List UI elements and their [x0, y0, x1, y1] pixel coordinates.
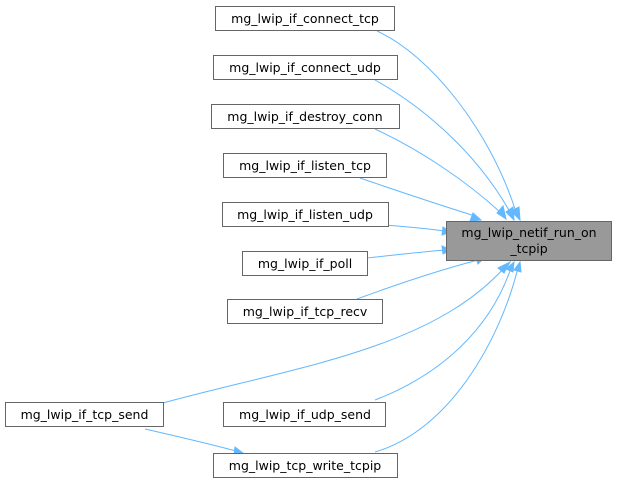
node-label: mg_lwip_if_listen_udp	[237, 207, 373, 222]
nodes-layer: mg_lwip_if_connect_tcp mg_lwip_if_connec…	[5, 6, 612, 478]
focus-node-label-line-1: mg_lwip_netif_run_on	[461, 225, 596, 240]
edge-poll-to-focus	[366, 249, 446, 259]
node-mg-lwip-if-poll[interactable]: mg_lwip_if_poll	[242, 251, 368, 276]
edge-listen-udp-to-focus	[384, 224, 446, 232]
node-label: mg_lwip_if_connect_udp	[229, 60, 381, 75]
edge-listen-tcp-to-focus	[359, 177, 476, 217]
node-mg-lwip-if-udp-send[interactable]: mg_lwip_if_udp_send	[223, 402, 386, 427]
node-label: mg_lwip_if_tcp_send	[21, 407, 149, 422]
edge-tcp-send-to-tcp-write	[144, 428, 237, 452]
edge-tcp-send-to-focus	[162, 267, 505, 404]
arrowhead	[469, 212, 483, 222]
node-label: mg_lwip_if_poll	[258, 256, 352, 271]
node-label: mg_lwip_if_destroy_conn	[227, 109, 382, 124]
node-label: mg_lwip_if_connect_tcp	[231, 11, 379, 26]
edge-destroy-conn-to-focus	[374, 128, 501, 213]
node-mg-lwip-if-connect-udp[interactable]: mg_lwip_if_connect_udp	[213, 55, 398, 80]
node-label: mg_lwip_if_udp_send	[239, 407, 371, 422]
node-label: mg_lwip_tcp_write_tcpip	[229, 458, 382, 473]
node-mg-lwip-if-listen-tcp[interactable]: mg_lwip_if_listen_tcp	[223, 153, 387, 178]
arrowhead	[505, 206, 515, 222]
node-mg-lwip-netif-run-on-tcpip[interactable]: mg_lwip_netif_run_on _tcpip	[446, 221, 612, 261]
edge-udp-send-to-focus	[374, 267, 512, 401]
node-mg-lwip-if-destroy-conn[interactable]: mg_lwip_if_destroy_conn	[211, 104, 400, 129]
node-mg-lwip-if-connect-tcp[interactable]: mg_lwip_if_connect_tcp	[215, 6, 395, 31]
node-mg-lwip-if-tcp-send[interactable]: mg_lwip_if_tcp_send	[5, 402, 164, 427]
node-mg-lwip-if-tcp-recv[interactable]: mg_lwip_if_tcp_recv	[227, 299, 383, 324]
edge-tcp-write-to-focus	[374, 267, 519, 453]
node-mg-lwip-if-listen-udp[interactable]: mg_lwip_if_listen_udp	[222, 202, 389, 227]
edge-connect-tcp-to-focus	[376, 30, 517, 213]
arrowhead	[496, 204, 507, 221]
node-mg-lwip-tcp-write-tcpip[interactable]: mg_lwip_tcp_write_tcpip	[213, 453, 398, 478]
node-label: mg_lwip_if_tcp_recv	[243, 304, 368, 319]
edge-connect-udp-to-focus	[374, 79, 511, 213]
focus-node-label-line-2: _tcpip	[509, 241, 547, 256]
edge-tcp-recv-to-focus	[356, 259, 479, 300]
arrowhead	[513, 260, 522, 273]
node-label: mg_lwip_if_listen_tcp	[239, 158, 371, 173]
arrowhead	[505, 260, 515, 273]
